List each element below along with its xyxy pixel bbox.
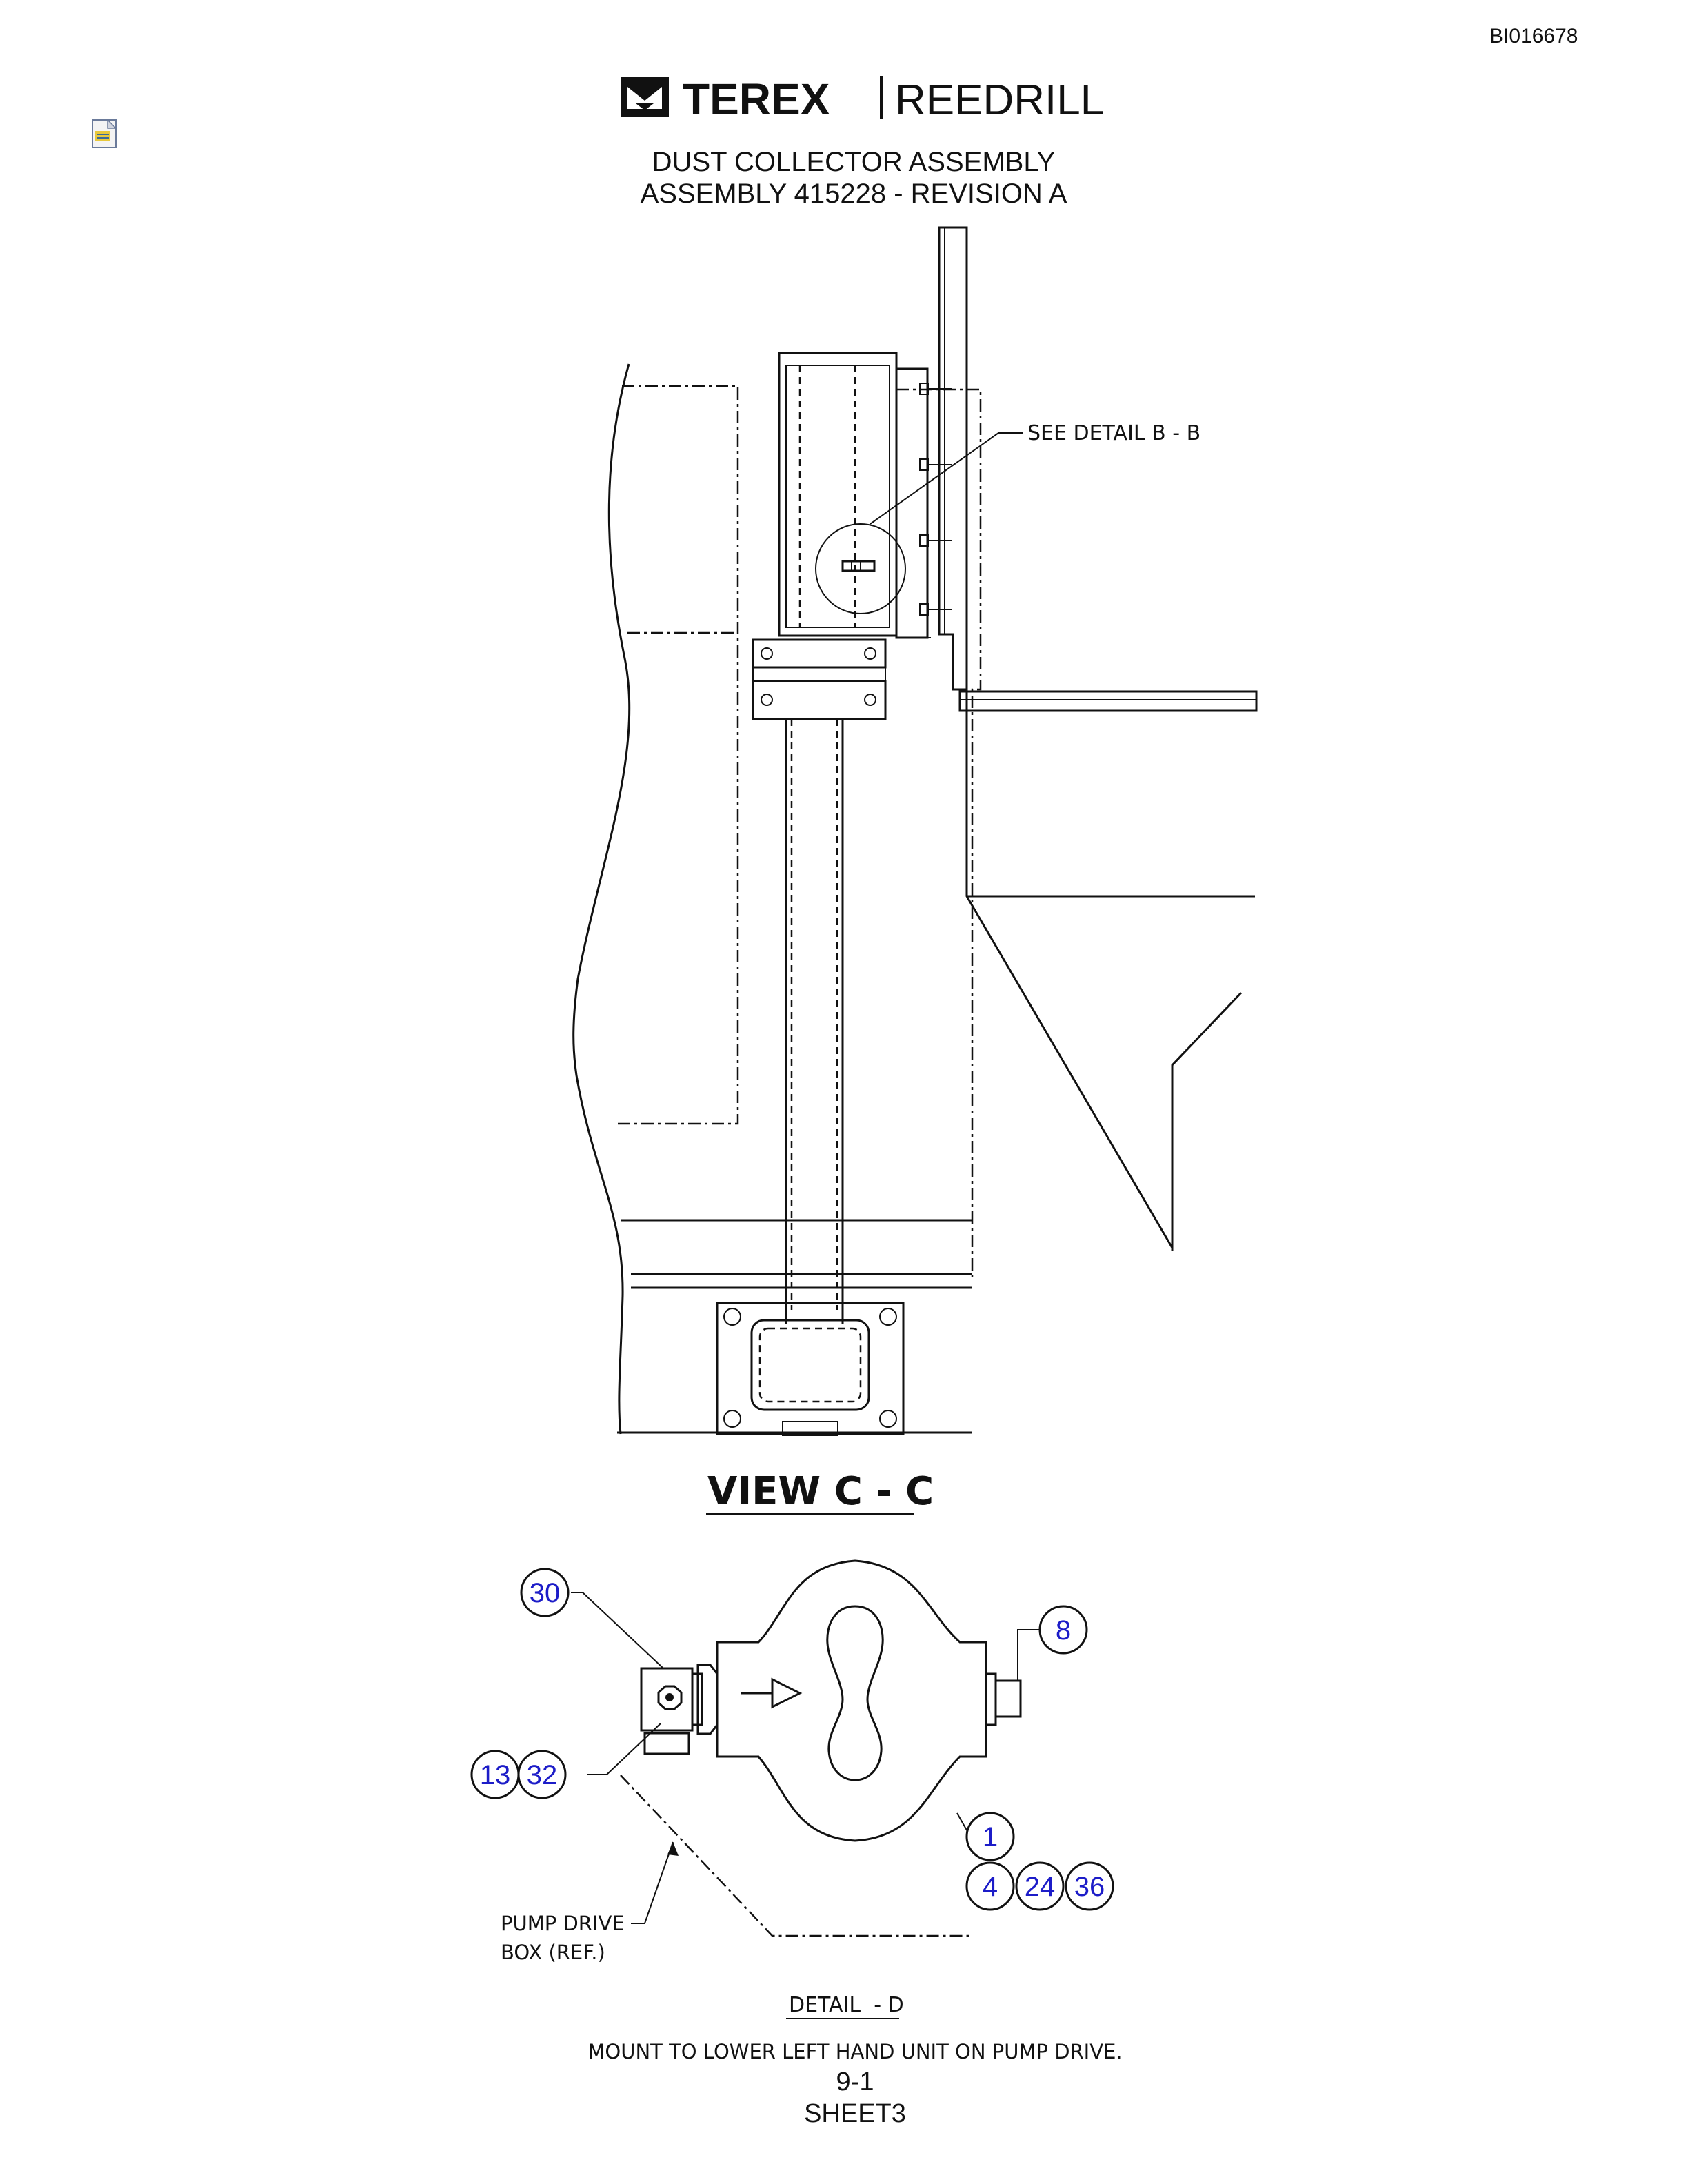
pump-drive-label-2: BOX (REF.) — [501, 1941, 605, 1964]
title-line-1: DUST COLLECTOR ASSEMBLY — [652, 147, 1056, 177]
balloon-32: 32 — [517, 1750, 567, 1799]
svg-text:13: 13 — [480, 1760, 511, 1790]
sheet-number: SHEET3 — [804, 2099, 906, 2128]
view-c-c-label: VIEW C - C — [707, 1469, 934, 1514]
detail-d-label: DETAIL - D — [789, 1993, 904, 2017]
view-c-c-drawing: SEE DETAIL B - B — [572, 226, 1258, 1436]
svg-text:24: 24 — [1025, 1872, 1056, 1902]
see-detail-callout: SEE DETAIL B - B — [1027, 421, 1200, 445]
terex-logo: TEREX REEDRILL — [621, 74, 1104, 124]
title-line-2: ASSEMBLY 415228 - REVISION A — [641, 179, 1067, 209]
attachment-note-icon[interactable] — [92, 119, 117, 148]
balloon-8: 8 — [1038, 1605, 1088, 1655]
brand-terex: TEREX — [683, 74, 830, 124]
svg-text:8: 8 — [1056, 1615, 1071, 1646]
svg-text:1: 1 — [983, 1822, 998, 1852]
svg-text:30: 30 — [530, 1578, 561, 1608]
svg-text:32: 32 — [527, 1760, 558, 1790]
page-number: 9-1 — [836, 2067, 874, 2096]
document-id: BI016678 — [1489, 25, 1578, 48]
balloon-13: 13 — [470, 1750, 520, 1799]
detail-d-drawing — [571, 1559, 1040, 1937]
balloon-1: 1 — [965, 1812, 1015, 1861]
balloon-30: 30 — [520, 1568, 570, 1617]
mounting-note: MOUNT TO LOWER LEFT HAND UNIT ON PUMP DR… — [587, 2040, 1122, 2063]
balloon-36: 36 — [1065, 1861, 1114, 1911]
svg-text:4: 4 — [983, 1872, 998, 1902]
balloon-4: 4 — [965, 1861, 1015, 1911]
svg-text:36: 36 — [1074, 1872, 1105, 1902]
balloon-24: 24 — [1015, 1861, 1065, 1911]
pump-drive-label-1: PUMP DRIVE — [501, 1912, 625, 1935]
brand-reedrill: REEDRILL — [895, 77, 1104, 124]
